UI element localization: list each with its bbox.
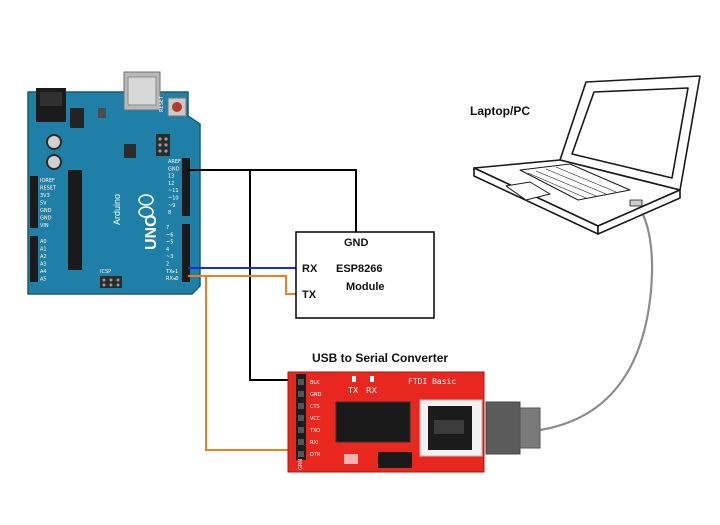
pin-label: ~5 [166,240,173,246]
esp-gnd-label: GND [344,237,369,249]
pin-label: 3V3 [40,193,50,199]
pin-label: ~9 [168,203,175,209]
ftdi-header-pin-labels: BLK GND CTS VCC TXO RXI DTR [298,379,322,458]
usb-plug [485,401,541,455]
pin-label: 7 [166,225,169,231]
pin-label: 8 [168,210,171,216]
arduino-uno-board: RESET ICSP Arduino UNO [27,71,201,295]
capacitors [46,134,62,170]
icsp-header-top [156,134,170,156]
ftdi-pin-label: BLK [310,380,320,386]
digital-bottom-pin-labels: 7~6 ~54~3 2TX▸1RX◂0 [165,225,179,282]
pin-label: A4 [40,269,47,275]
ftdi-pin [298,403,304,409]
pin-label: GND [40,208,52,214]
laptop-label: Laptop/PC [470,104,530,118]
ftdi-pin-label: DTR [310,452,321,458]
arduino-logo [138,194,154,218]
gnd-wire-to-esp [188,169,357,232]
pin-label: A0 [40,239,47,245]
ftdi-pin-label: GND [310,392,322,398]
uno-logo-text: UNO [143,214,160,250]
arduino-brand-text: Arduino [112,194,122,225]
reset-button [167,97,187,117]
pin-label: VIN [40,223,49,229]
ftdi-pin-label: TXO [309,428,320,434]
ftdi-chip [335,401,411,443]
ftdi-pin-label: VCC [310,416,321,422]
ftdi-pin [298,451,304,457]
laptop-illustration [473,75,701,235]
pin-label: RESET [40,186,57,192]
tx-wire-to-esp [188,275,296,295]
pin-label: 5V [40,201,47,207]
esp8266-module: GND RX TX ESP8266 Module [295,231,435,319]
gnd-wire-to-ftdi [249,170,296,381]
ftdi-pin [298,379,304,385]
usb-cable [539,205,654,432]
pin-label: A1 [40,247,47,253]
digital-header-bottom [182,224,190,282]
ftdi-pin-label: RXI [310,440,318,446]
esp-tx-label: TX [302,289,317,301]
atmega-chip [68,170,82,270]
reset-label: RESET [159,95,165,112]
pin-label: ~11 [168,188,179,194]
ftdi-brand-text: FTDI Basic [408,377,456,386]
ftdi-pin-label: CTS [310,404,320,410]
pin-label: A5 [40,277,47,283]
pin-label: 12 [168,181,174,187]
pin-label: ~10 [168,196,179,202]
pin-label: A3 [40,262,47,268]
tx-wire-to-ftdi [205,276,296,451]
pin-label: GND [40,216,52,222]
analog-header [30,236,38,282]
ftdi-tx-led-label: TX [347,386,359,395]
ftdi-pin [298,391,304,397]
icsp-label: ICSP [100,269,111,275]
wiring [188,169,654,451]
pin-label: 13 [168,174,174,180]
pin-label: ~6 [166,232,173,238]
ftdi-pin [298,427,304,433]
pin-label: TX▸1 [165,269,178,275]
digital-header-top [182,158,190,216]
pin-label: GND [168,166,180,172]
pin-label: ~3 [166,254,173,260]
voltage-regulator [70,108,84,128]
esp-rx-label: RX [302,263,318,275]
power-header [30,176,38,228]
pin-label: 4 [166,247,169,253]
mini-usb-connector [419,399,483,457]
converter-title: USB to Serial Converter [312,351,448,365]
ftdi-grn-label: GRN [298,459,304,470]
pin-label: IOREF [40,178,55,184]
pin-label: A2 [40,254,47,260]
esp-module-name: ESP8266 [336,263,382,275]
esp-module-sub: Module [346,281,385,293]
icsp-header-bottom [100,276,122,288]
pin-label: AREF [168,159,181,165]
pin-label: RX◂0 [166,276,179,282]
ftdi-pin [298,439,304,445]
ftdi-pin [298,415,304,421]
ftdi-rx-led-label: RX [366,386,378,395]
pin-label: 2 [166,262,169,268]
